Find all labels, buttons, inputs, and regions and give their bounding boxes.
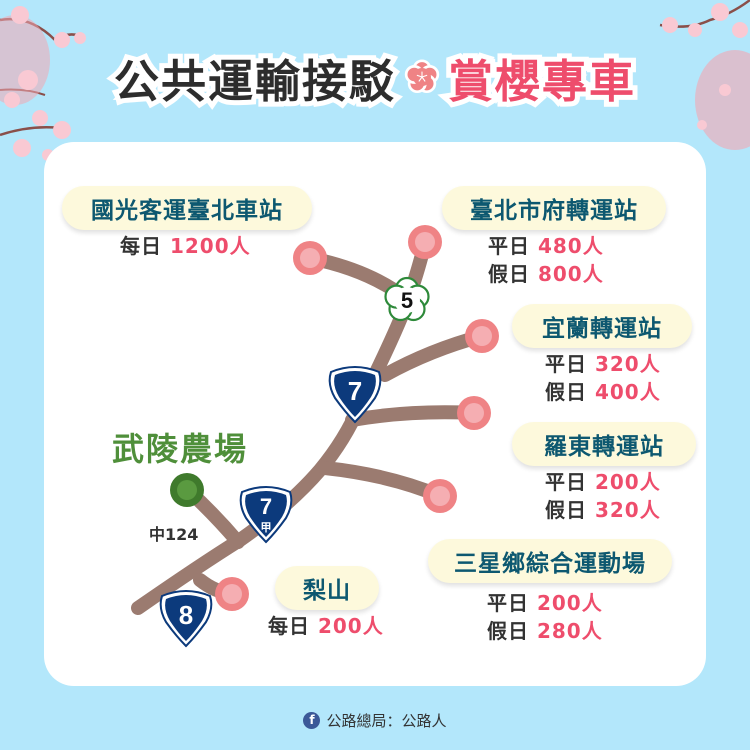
highway-8-shield: 8 xyxy=(159,590,213,648)
station-label-lishan: 梨山 xyxy=(275,566,379,610)
highway-7a-shield: 7 甲 xyxy=(239,486,293,544)
endpoint-sanxing xyxy=(423,479,457,513)
endpoint-wuling-farm xyxy=(170,473,204,507)
station-endpoints xyxy=(170,225,499,611)
station-label-luodong: 羅東轉運站 xyxy=(512,422,696,466)
svg-text:7: 7 xyxy=(260,494,272,519)
station-label-taipei-main: 國光客運臺北車站 xyxy=(62,186,312,230)
station-label-yilan: 宜蘭轉運站 xyxy=(512,304,692,348)
endpoint-lishan xyxy=(215,577,249,611)
title-row: 公共運輸接駁 賞櫻專車 xyxy=(0,44,750,113)
footer-credit: f 公路總局：公路人 xyxy=(0,708,750,732)
footer-text: 公路總局：公路人 xyxy=(326,711,447,730)
station-stats-luodong: 平日 200人 假日 320人 xyxy=(545,470,661,522)
svg-text:甲: 甲 xyxy=(261,521,272,534)
svg-text:8: 8 xyxy=(179,600,193,630)
destination-wuling-farm: 武陵農場 xyxy=(112,430,249,468)
station-stats-sanxing: 平日 200人 假日 280人 xyxy=(487,591,603,643)
road-code-label: 中124 xyxy=(149,525,199,544)
station-label-sanxing: 三星鄉綜合運動場 xyxy=(428,539,672,583)
title-left: 公共運輸接駁 xyxy=(109,50,399,113)
endpoint-taipei-city-hall xyxy=(408,225,442,259)
freeway-5-shield: 5 xyxy=(384,276,430,322)
station-label-taipei-city-hall: 臺北市府轉運站 xyxy=(442,186,666,230)
cherry-blossom-icon xyxy=(404,59,440,94)
station-stats-lishan: 每日 200人 xyxy=(268,614,384,638)
station-stats-taipei-main: 每日 1200人 xyxy=(120,234,251,258)
endpoint-taipei-main xyxy=(293,241,327,275)
svg-text:5: 5 xyxy=(401,288,413,313)
station-stats-yilan: 平日 320人 假日 400人 xyxy=(545,352,661,404)
endpoint-luodong xyxy=(457,396,491,430)
svg-text:7: 7 xyxy=(348,376,362,406)
highway-7-shield: 7 xyxy=(328,366,382,424)
endpoint-yilan xyxy=(465,319,499,353)
title-right: 賞櫻專車 xyxy=(443,50,639,113)
station-stats-taipei-city-hall: 平日 480人 假日 800人 xyxy=(488,234,604,286)
facebook-icon: f xyxy=(303,711,321,729)
